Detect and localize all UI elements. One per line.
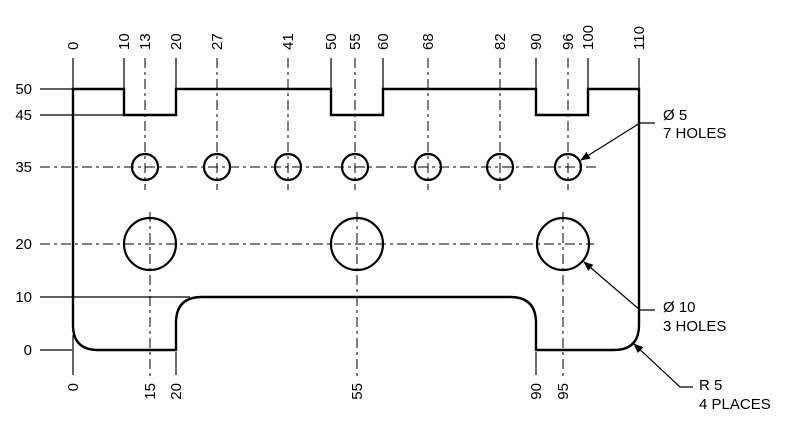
bottom-dim-label: 55	[349, 383, 366, 400]
top-dim-label: 20	[168, 33, 185, 50]
top-dim-label: 60	[375, 33, 392, 50]
top-extension-lines	[72, 58, 640, 88]
top-dim-label: 13	[137, 33, 154, 50]
top-dim-label: 96	[560, 33, 577, 50]
bottom-dim-label: 20	[168, 383, 185, 400]
left-dim-label: 35	[15, 159, 32, 176]
small-hole-size-label: Ø 5	[663, 107, 687, 124]
left-dim-label: 10	[15, 289, 32, 306]
top-dim-label: 110	[631, 26, 648, 50]
top-dimension-labels: 0 10 13 20 27 41 50 55 60 68 82 90 96 10…	[65, 25, 648, 50]
top-dim-label: 82	[492, 33, 509, 50]
large-hole-count-label: 3 HOLES	[663, 318, 726, 335]
bottom-extension-lines	[72, 335, 537, 375]
small-hole-callout: Ø 5 7 HOLES	[580, 107, 726, 161]
bottom-dim-label: 0	[65, 383, 82, 391]
small-hole	[485, 152, 515, 182]
small-hole-leader	[580, 122, 655, 161]
bottom-dim-label: 90	[528, 383, 545, 400]
left-dim-label: 45	[15, 107, 32, 124]
small-holes	[130, 152, 583, 182]
radius-callout: R 5 4 PLACES	[633, 343, 771, 413]
left-dim-label: 50	[15, 81, 32, 98]
top-dim-label: 68	[420, 33, 437, 50]
part-outline	[71, 87, 641, 352]
small-hole	[273, 152, 303, 182]
large-hole	[329, 216, 385, 272]
bottom-dimension-labels: 0 15 20 55 90 95	[65, 383, 572, 400]
top-dim-label: 55	[347, 33, 364, 50]
small-hole	[202, 152, 232, 182]
top-dim-label: 41	[280, 33, 297, 50]
top-dim-label: 0	[65, 42, 82, 50]
large-hole-callout: Ø 10 3 HOLES	[583, 261, 726, 335]
large-hole	[535, 216, 591, 272]
large-holes	[122, 216, 591, 272]
top-dim-label: 100	[580, 25, 597, 50]
top-dim-label: 50	[323, 33, 340, 50]
small-hole	[340, 152, 370, 182]
radius-count-label: 4 PLACES	[699, 396, 771, 413]
large-hole	[122, 216, 178, 272]
left-dim-label: 0	[24, 342, 32, 359]
large-hole-leader	[583, 261, 655, 311]
top-dim-label: 10	[116, 33, 133, 50]
small-hole	[413, 152, 443, 182]
top-dim-label: 27	[209, 33, 226, 50]
radius-size-label: R 5	[699, 377, 722, 394]
left-extension-lines	[40, 88, 190, 351]
large-hole-size-label: Ø 10	[663, 299, 696, 316]
small-hole	[130, 152, 160, 182]
bottom-dim-label: 95	[555, 383, 572, 400]
left-dim-label: 20	[15, 236, 32, 253]
top-dim-label: 90	[528, 33, 545, 50]
small-hole-count-label: 7 HOLES	[663, 125, 726, 142]
small-hole	[553, 152, 583, 182]
bottom-dim-label: 15	[142, 383, 159, 400]
radius-leader	[633, 343, 693, 388]
left-dimension-labels: 50 45 35 20 10 0	[15, 81, 32, 359]
